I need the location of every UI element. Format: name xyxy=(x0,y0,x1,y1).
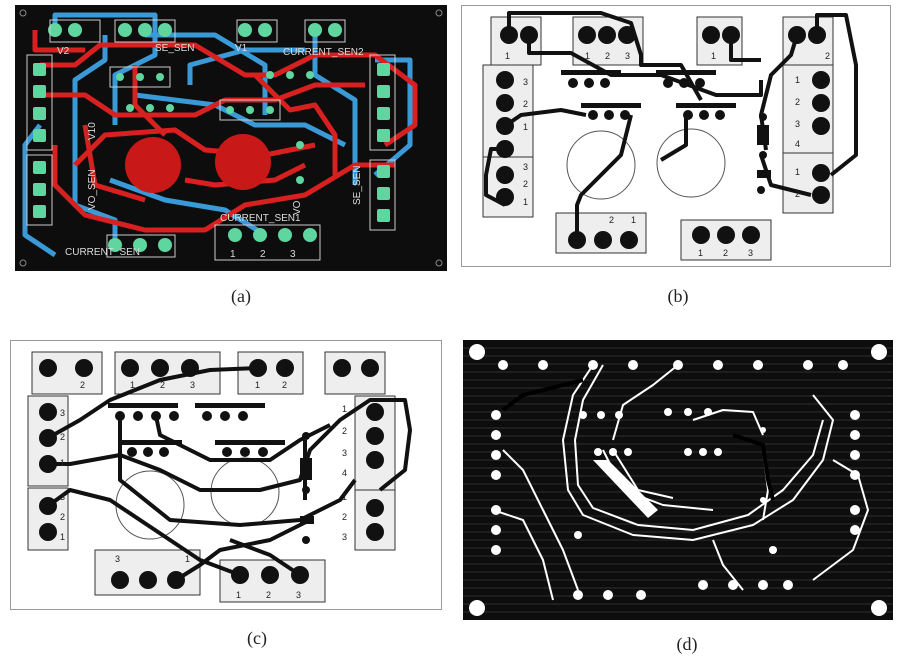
panel-c-bottom-right-label-2: 3 xyxy=(296,590,301,600)
panel-c-bottom-right-label-1: 2 xyxy=(266,590,271,600)
panel-b-right-label-3: 4 xyxy=(795,139,800,149)
panel-a-label-v2: V2 xyxy=(57,46,70,57)
panel-b-bottom-right-label-1: 2 xyxy=(723,248,728,258)
panel-b-left-label-4: 2 xyxy=(523,179,528,189)
caption-d: (d) xyxy=(676,634,698,654)
panel-c-right-label-3: 4 xyxy=(342,468,347,478)
panel-b-right-label-4: 1 xyxy=(795,167,800,177)
panel-b-bottom-left-label-1: 1 xyxy=(631,215,636,225)
panel-b-left-label-5: 1 xyxy=(523,197,528,207)
panel-b-top-label-1: 1 xyxy=(585,51,590,61)
panel-c-top-label-0: 2 xyxy=(80,380,85,390)
panel-c-right-label-6: 3 xyxy=(342,532,347,542)
panel-c-bottom-left-label-0: 3 xyxy=(115,554,120,564)
panel-a-label-v10: V10 xyxy=(87,122,98,140)
panel-b-right-label-0: 1 xyxy=(795,75,800,85)
panel-c-left-label-4: 2 xyxy=(60,512,65,522)
panel-a-label-se-sen: SE_SEN xyxy=(155,43,194,54)
panel-b-right-label-5: 2 xyxy=(795,189,800,199)
panel-b-right-label-2: 3 xyxy=(795,119,800,129)
panel-c-top-label-5: 2 xyxy=(282,380,287,390)
panel-b-top-label-4: 1 xyxy=(711,51,716,61)
panel-a-label-current-sen2: CURRENT_SEN2 xyxy=(283,47,364,58)
panel-a-pin-2: 2 xyxy=(260,249,266,260)
panel-c-top-label-1: 1 xyxy=(130,380,135,390)
panel-a-label-current-sen1: CURRENT_SEN1 xyxy=(220,213,301,224)
panel-b-left-label-2: 1 xyxy=(523,122,528,132)
panel-c-bottom-right-label-0: 1 xyxy=(236,590,241,600)
panel-a-pin-1: 1 xyxy=(230,249,236,260)
panel-b-bottom-right-label-2: 3 xyxy=(748,248,753,258)
panel-c-left-label-1: 2 xyxy=(60,432,65,442)
panel-b-left-label-1: 2 xyxy=(523,99,528,109)
panel-c-right-label-5: 2 xyxy=(342,512,347,522)
panel-a-pcb-3d-view: V2 SE_SEN V1 CURRENT_SEN2 V10 VO_SEN VO … xyxy=(15,5,447,271)
panel-a-label-v1: V1 xyxy=(235,43,248,54)
panel-c-top-label-4: 1 xyxy=(255,380,260,390)
panel-c-left-label-3: 3 xyxy=(60,492,65,502)
panel-b-right-label-1: 2 xyxy=(795,97,800,107)
panel-c-right-label-2: 3 xyxy=(342,448,347,458)
panel-a-label-current-sen: CURRENT_SEN xyxy=(65,247,140,258)
panel-c-left-label-5: 1 xyxy=(60,532,65,542)
panel-b-top-label-5: 2 xyxy=(825,51,830,61)
panel-c-right-label-1: 2 xyxy=(342,426,347,436)
caption-c: (c) xyxy=(247,628,267,648)
panel-c-top-label-3: 3 xyxy=(190,380,195,390)
panel-b-left-label-0: 3 xyxy=(523,77,528,87)
panel-c-left-label-0: 3 xyxy=(60,408,65,418)
panel-b-bottom-left-label-0: 2 xyxy=(609,215,614,225)
panel-b-top-label-0: 1 xyxy=(505,51,510,61)
panel-c-right-label-4: 1 xyxy=(342,492,347,502)
caption-b: (b) xyxy=(667,286,689,306)
panel-a-label-se-sen-right: SE_SEN xyxy=(352,166,363,205)
panel-b-top-label-2: 2 xyxy=(605,51,610,61)
panel-c-bottom-left-label-1: 1 xyxy=(185,554,190,564)
caption-a: (a) xyxy=(231,286,251,306)
panel-a-pin-3: 3 xyxy=(290,249,296,260)
panel-b-bottom-layer-layout: 1 1 2 3 1 2 3 2 1 3 2 1 1 2 3 4 1 2 2 1 … xyxy=(461,5,891,267)
panel-d-etched-copper-mask xyxy=(463,340,893,620)
panel-c-right-label-0: 1 xyxy=(342,404,347,414)
panel-b-top-label-3: 3 xyxy=(625,51,630,61)
panel-a-label-vo-sen: VO_SEN xyxy=(87,169,98,210)
panel-a-label-vo: VO xyxy=(292,200,303,215)
panel-c-top-label-2: 2 xyxy=(160,380,165,390)
panel-c-top-layer-layout: 2 1 2 3 1 2 3 2 1 3 2 1 1 2 3 4 1 2 3 3 … xyxy=(10,340,442,610)
panel-b-bottom-right-label-0: 1 xyxy=(698,248,703,258)
panel-b-left-label-3: 3 xyxy=(523,162,528,172)
panel-c-left-label-2: 1 xyxy=(60,458,65,468)
